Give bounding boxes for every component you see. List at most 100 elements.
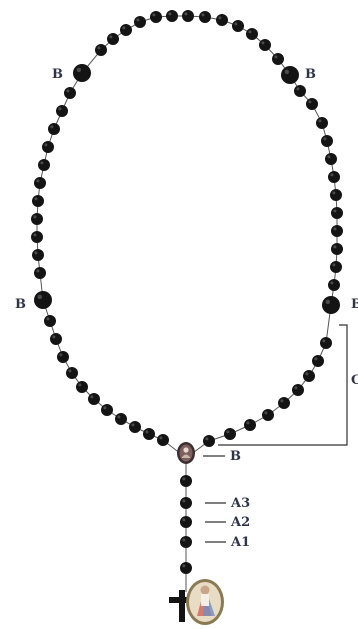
bead-highlight (66, 89, 69, 92)
bead-highlight (77, 68, 82, 73)
small-bead (44, 315, 56, 327)
bead-highlight (46, 317, 49, 320)
small-bead (316, 117, 328, 129)
small-bead (331, 207, 343, 219)
small-bead (224, 428, 236, 440)
small-bead (331, 243, 343, 255)
small-bead (272, 53, 284, 65)
bead-highlight (285, 70, 290, 75)
bead-highlight (234, 22, 237, 25)
divine-mercy-medal-icon (186, 579, 224, 625)
bead-highlight (33, 233, 36, 236)
small-bead (330, 189, 342, 201)
bead-highlight (323, 137, 326, 140)
small-bead (328, 279, 340, 291)
big-bead (281, 66, 299, 84)
pendant-bead (180, 516, 192, 528)
label-a1: A1 (231, 536, 250, 549)
bead-highlight (314, 357, 317, 360)
bead-highlight (59, 353, 62, 356)
small-bead (182, 10, 194, 22)
bead-highlight (280, 399, 283, 402)
small-bead (34, 267, 46, 279)
small-bead (331, 225, 343, 237)
small-bead (199, 11, 211, 23)
bead-highlight (226, 430, 229, 433)
small-bead (56, 105, 68, 117)
small-bead (42, 141, 54, 153)
bead-highlight (34, 251, 37, 254)
bead-highlight (332, 263, 335, 266)
label-b-center: B (230, 450, 241, 463)
bead-highlight (248, 30, 251, 33)
small-bead (31, 213, 43, 225)
bead-highlight (152, 13, 155, 16)
small-bead (101, 404, 113, 416)
bead-highlight (117, 415, 120, 418)
small-bead (321, 135, 333, 147)
small-bead (325, 153, 337, 165)
pendant-bead (180, 497, 192, 509)
bead-highlight (308, 100, 311, 103)
bead-highlight (145, 430, 148, 433)
bead-highlight (205, 437, 208, 440)
small-bead (48, 123, 60, 135)
bead-highlight (330, 173, 333, 176)
small-bead (330, 261, 342, 273)
bead-highlight (322, 339, 325, 342)
small-bead (95, 44, 107, 56)
small-bead (216, 14, 228, 26)
small-bead (50, 333, 62, 345)
big-bead (73, 64, 91, 82)
bead-highlight (318, 119, 321, 122)
bead-highlight (103, 406, 106, 409)
small-bead (57, 351, 69, 363)
bead-highlight (38, 295, 43, 300)
bead-highlight (36, 269, 39, 272)
label-b-right: B (351, 298, 358, 311)
small-bead (115, 413, 127, 425)
label-a3: A3 (231, 497, 250, 510)
bead-highlight (58, 107, 61, 110)
bead-highlight (333, 209, 336, 212)
small-bead (292, 384, 304, 396)
small-bead (66, 367, 78, 379)
small-bead (294, 85, 306, 97)
bead-highlight (333, 245, 336, 248)
bead-highlight (218, 16, 221, 19)
bead-highlight (274, 55, 277, 58)
bead-highlight (182, 538, 185, 541)
bead-highlight (34, 197, 37, 200)
bead-highlight (36, 179, 39, 182)
small-bead (157, 434, 169, 446)
bead-highlight (68, 369, 71, 372)
small-bead (262, 409, 274, 421)
bead-highlight (261, 41, 264, 44)
bead-highlight (52, 335, 55, 338)
bead-highlight (330, 281, 333, 284)
bead-highlight (182, 518, 185, 521)
small-bead (328, 171, 340, 183)
bead-highlight (333, 227, 336, 230)
label-c-bracket: C (351, 374, 358, 387)
pendant-bead (180, 536, 192, 548)
rosary-beads (31, 10, 343, 574)
small-bead (246, 28, 258, 40)
small-bead (76, 381, 88, 393)
bead-highlight (136, 18, 139, 21)
pendant-bead (180, 562, 192, 574)
label-b-left: B (15, 298, 26, 311)
bead-highlight (109, 35, 112, 38)
bead-highlight (122, 26, 125, 29)
small-bead (320, 337, 332, 349)
bead-highlight (182, 477, 185, 480)
small-bead (150, 11, 162, 23)
bead-highlight (182, 564, 185, 567)
bead-highlight (246, 421, 249, 424)
bead-highlight (40, 161, 43, 164)
bead-highlight (90, 395, 93, 398)
bead-highlight (327, 155, 330, 158)
bead-highlight (296, 87, 299, 90)
small-bead (38, 159, 50, 171)
